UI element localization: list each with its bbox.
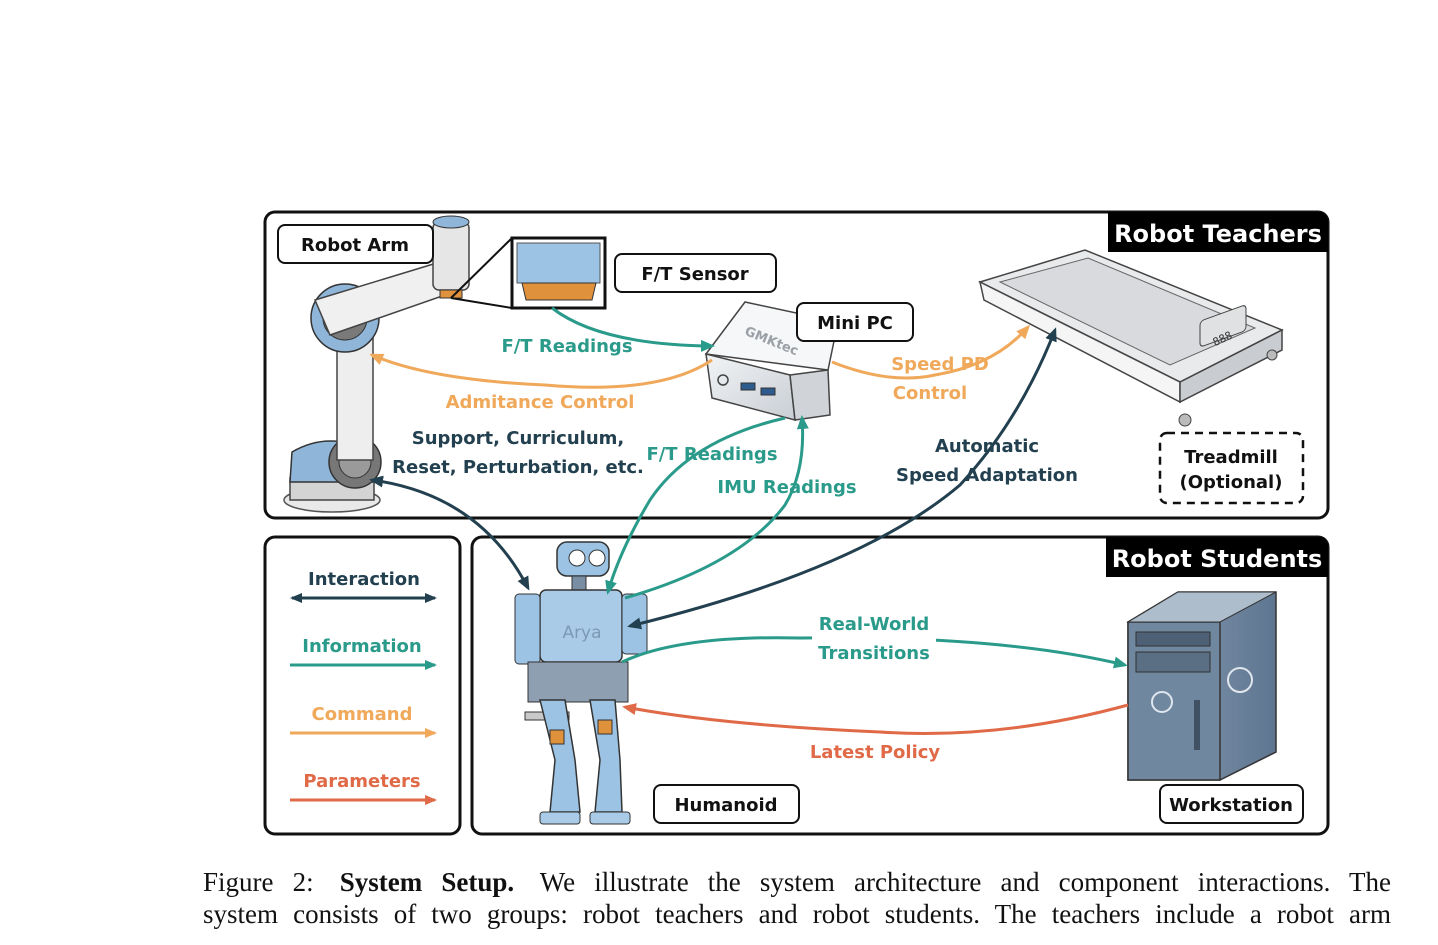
- label-support-line1: Support, Curriculum,: [412, 428, 625, 449]
- treadmill-illustration: 888: [977, 249, 1284, 427]
- label-auto-speed-line1: Automatic: [935, 436, 1039, 457]
- robot-students-title: Robot Students: [1112, 545, 1323, 573]
- label-imu-readings: IMU Readings: [717, 477, 856, 498]
- edge-latest-policy-workstation-to-humanoid: [622, 703, 1129, 735]
- robot-arm-label: Robot Arm: [301, 235, 409, 256]
- legend: Interaction Information Command Paramete…: [263, 535, 462, 836]
- label-real-world-line2: Transitions: [818, 643, 930, 664]
- label-auto-speed-line2: Speed Adaptation: [896, 465, 1078, 486]
- label-support-line2: Reset, Perturbation, etc.: [392, 457, 644, 478]
- ft-sensor-label: F/T Sensor: [641, 264, 748, 285]
- robot-arm-label-box: Robot Arm: [277, 224, 434, 264]
- mini-pc-label: Mini PC: [817, 313, 893, 334]
- mini-pc-label-box: Mini PC: [796, 302, 914, 342]
- caption-title: System Setup.: [339, 867, 515, 897]
- workstation-label-box: Workstation: [1159, 784, 1304, 824]
- ft-sensor-label-box: F/T Sensor: [614, 253, 777, 293]
- label-admitance-control: Admitance Control: [446, 392, 635, 413]
- label-speed-pd-line1: Speed PD: [891, 354, 989, 375]
- caption-figure-label: Figure 2:: [203, 867, 314, 897]
- ft-sensor-zoom-inset: [450, 236, 607, 310]
- humanoid-illustration: Arya: [514, 541, 648, 825]
- treadmill-label-box: Treadmill (Optional): [1158, 431, 1305, 505]
- caption-line-2: system consists of two groups: robot tea…: [203, 899, 1391, 929]
- workstation-illustration: [1126, 591, 1277, 781]
- robot-arm-illustration: [283, 215, 470, 513]
- robot-teachers-title: Robot Teachers: [1114, 220, 1322, 248]
- humanoid-brand-text: Arya: [562, 623, 601, 643]
- edge-interaction-arm-humanoid: [369, 475, 530, 591]
- treadmill-label-line2: (Optional): [1180, 472, 1283, 493]
- treadmill-label-line1: Treadmill: [1184, 447, 1278, 468]
- legend-parameters-label: Parameters: [303, 771, 420, 792]
- label-real-world-line1: Real-World: [819, 614, 930, 635]
- label-latest-policy: Latest Policy: [810, 742, 941, 763]
- caption-line-1: Figure 2: System Setup. We illustrate th…: [203, 866, 1391, 898]
- label-ft-readings-bottom: F/T Readings: [646, 444, 777, 465]
- legend-interaction-label: Interaction: [308, 569, 420, 590]
- robot-students-group: Robot Students: [470, 535, 1330, 836]
- edge-auto-speed-humanoid-to-treadmill: [627, 327, 1057, 630]
- label-ft-readings-top: F/T Readings: [501, 336, 632, 357]
- workstation-label: Workstation: [1169, 795, 1293, 816]
- caption-text-line1: We illustrate the system architecture an…: [539, 867, 1392, 897]
- label-speed-pd-line2: Control: [893, 383, 967, 404]
- edge-admitance-control-pc-to-arm: [369, 353, 713, 389]
- humanoid-label: Humanoid: [674, 795, 777, 816]
- legend-information-label: Information: [302, 636, 421, 657]
- humanoid-label-box: Humanoid: [653, 784, 800, 824]
- legend-command-label: Command: [312, 704, 413, 725]
- figure-caption: Figure 2: System Setup. We illustrate th…: [203, 866, 1391, 930]
